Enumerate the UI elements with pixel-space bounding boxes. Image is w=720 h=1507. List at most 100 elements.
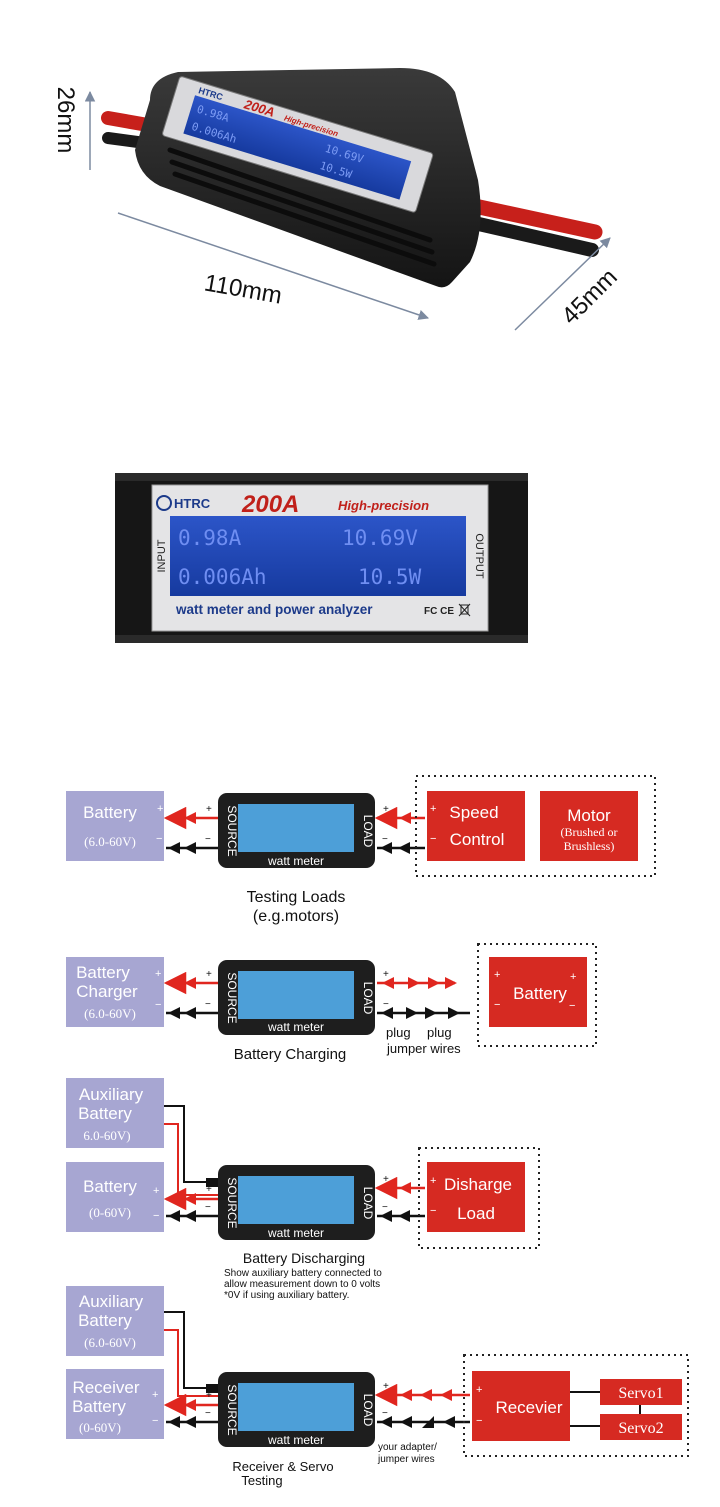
aux-wire-red <box>164 1329 218 1397</box>
note-3: *0V if using auxiliary battery. <box>224 1290 349 1301</box>
aux-battery-box <box>66 1286 164 1356</box>
svg-text:−: − <box>383 999 389 1010</box>
aux-battery-box <box>66 1078 164 1148</box>
charger-label-1: Battery <box>76 963 130 982</box>
svg-text:+: + <box>153 1185 159 1197</box>
aux-battery-range: 6.0-60V) <box>83 1128 130 1143</box>
note-2: allow measurement down to 0 volts <box>224 1279 380 1290</box>
svg-text:−: − <box>205 1408 211 1419</box>
battery-box-label: Battery <box>83 803 137 822</box>
svg-text:+: + <box>383 804 389 815</box>
aux-wire-black <box>164 1311 218 1389</box>
servo1-label: Servo1 <box>618 1385 663 1402</box>
output-label: OUTPUT <box>473 533 485 579</box>
svg-text:+: + <box>383 969 389 980</box>
adapter-label-1: your adapter/ <box>378 1442 437 1453</box>
svg-text:+: + <box>383 1174 389 1185</box>
load-enclosure <box>477 943 597 1047</box>
battery-range: (0-60V) <box>89 1205 131 1220</box>
svg-text:+: + <box>206 1184 212 1195</box>
discharge-load-label-1: Disharge <box>444 1175 512 1194</box>
source-label: SOURCE <box>225 1384 239 1435</box>
wire-right-black <box>463 215 599 257</box>
reading-watts: 10.5W <box>358 565 422 589</box>
aux-battery-label-1: Auxiliary <box>79 1085 144 1104</box>
svg-text:−: − <box>430 1205 436 1217</box>
battery-load-label: Battery <box>513 984 567 1003</box>
svg-text:+: + <box>494 969 500 981</box>
load-label: LOAD <box>361 815 375 848</box>
aux-battery-range: (6.0-60V) <box>84 1335 136 1350</box>
svg-text:−: − <box>156 833 162 845</box>
svg-text:+: + <box>570 971 576 983</box>
lcd-closeup: HTRC 200A High-precision INPUT OUTPUT 0.… <box>115 473 528 643</box>
svg-text:+: + <box>430 1175 436 1187</box>
reading-amps: 0.98A <box>178 526 242 550</box>
recycle-bin-icon <box>458 603 471 617</box>
reading-volts: 10.69V <box>342 526 418 550</box>
battery-load-box <box>489 957 587 1027</box>
watt-meter-label: watt meter <box>267 1433 324 1447</box>
load-label: LOAD <box>361 982 375 1015</box>
svg-text:−: − <box>153 1210 159 1222</box>
input-label: INPUT <box>156 539 168 572</box>
svg-text:+: + <box>206 969 212 980</box>
vent-grille <box>167 147 437 267</box>
servo2-box <box>600 1414 682 1440</box>
watt-meter-screen <box>238 804 354 852</box>
charger-label-2: Charger <box>76 982 138 1001</box>
aux-wire-black <box>164 1105 218 1183</box>
brand-logo-icon <box>156 495 172 511</box>
receiver-battery-box <box>66 1369 164 1439</box>
dim-height: 26mm <box>52 87 79 154</box>
watt-meter-screen <box>238 1383 354 1431</box>
diagram-battery-discharging: Auxiliary Battery 6.0-60V) Battery (0-60… <box>66 1078 540 1301</box>
speed-control-label-1: Speed <box>449 803 498 822</box>
charger-box <box>66 957 164 1027</box>
battery-box <box>66 791 164 861</box>
width-arrow <box>514 237 611 331</box>
svg-text:+: + <box>152 1389 158 1401</box>
svg-text:−: − <box>152 1415 158 1427</box>
caption-2: (e.g.motors) <box>253 908 339 925</box>
tagline-text: High-precision <box>338 498 429 513</box>
svg-text:+: + <box>430 803 436 815</box>
svg-text:−: − <box>382 834 388 845</box>
aux-battery-label-2: Battery <box>78 1311 132 1330</box>
discharge-load-box <box>427 1162 525 1232</box>
battery-box-range: (6.0-60V) <box>84 834 136 849</box>
reading-amp-hours: 0.006Ah <box>178 565 267 589</box>
top-label-panel: HTRC 200A High-precision 0.98A 10.69V 0.… <box>162 76 434 213</box>
watt-meter-label: watt meter <box>267 1020 324 1034</box>
diagram-receiver-servo-testing: Auxiliary Battery (6.0-60V) Receiver Bat… <box>66 1286 689 1488</box>
motor-sub-1: (Brushed or <box>561 825 618 839</box>
aux-wire-red <box>164 1123 218 1196</box>
servo2-label: Servo2 <box>618 1420 663 1437</box>
load-label: LOAD <box>361 1187 375 1220</box>
receiver-battery-label-1: Receiver <box>72 1378 139 1397</box>
dim-length: 110mm <box>202 269 284 309</box>
length-arrow <box>117 212 429 320</box>
svg-text:+: + <box>155 968 161 980</box>
closeup-lcd <box>170 516 466 596</box>
wire-right-red <box>462 197 603 240</box>
watt-meter-screen <box>238 971 354 1019</box>
charger-range: (6.0-60V) <box>84 1006 136 1021</box>
motor-sub-2: Brushless) <box>564 839 615 853</box>
description-text: watt meter and power analyzer <box>175 602 373 617</box>
svg-text:−: − <box>382 1408 388 1419</box>
caption-2: Testing <box>241 1473 282 1488</box>
plug-label-2: plug <box>427 1025 452 1040</box>
source-label: SOURCE <box>225 972 239 1023</box>
svg-text:−: − <box>430 833 436 845</box>
servo1-box <box>600 1379 682 1405</box>
svg-text:+: + <box>206 804 212 815</box>
aux-battery-label-1: Auxiliary <box>79 1292 144 1311</box>
battery-box <box>66 1162 164 1232</box>
svg-text:+: + <box>157 803 163 815</box>
svg-text:−: − <box>494 999 500 1011</box>
cert-marks: FC CE <box>424 606 454 617</box>
svg-text:−: − <box>205 1202 211 1213</box>
diagram-testing-loads: Battery (6.0-60V) + − + − watt meter SOU… <box>66 775 656 925</box>
motor-box <box>540 791 638 861</box>
